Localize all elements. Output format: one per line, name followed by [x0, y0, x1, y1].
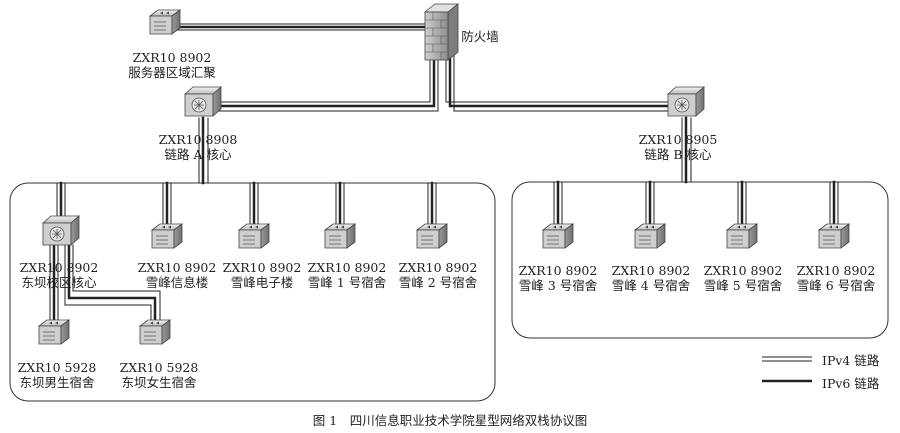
xuefeng-dorm1-label: ZXR10 8902 雪峰 1 号宿舍: [308, 260, 387, 290]
server-agg-role: 服务器区域汇聚: [128, 65, 216, 80]
group-b-box: [511, 181, 889, 339]
xuefeng-dorm6-switch-icon: [818, 223, 850, 249]
legend-ipv4-label: IPv4 链路: [822, 353, 880, 368]
dongba-female-dorm-model: ZXR10 5928: [119, 360, 199, 375]
xuefeng-info-model: ZXR10 8902: [137, 260, 217, 275]
xuefeng-dorm6-role: 雪峰 6 号宿舍: [796, 278, 876, 293]
figure-caption: 图 1 四川信息职业技术学院星型网络双栈协议图: [312, 413, 588, 428]
xuefeng-dorm4-model: ZXR10 8902: [611, 263, 691, 278]
xuefeng-electronics-model: ZXR10 8902: [222, 260, 302, 275]
dongba-core-router-icon: [42, 215, 80, 246]
network-links: [49, 23, 839, 322]
xuefeng-dorm2-label: ZXR10 8902 雪峰 2 号宿舍: [399, 260, 478, 290]
dongba-female-dorm-label: ZXR10 5928 东坝女生宿舍: [120, 360, 199, 390]
dongba-core-label: ZXR10 8902 东坝校区核心: [20, 260, 99, 290]
xuefeng-electronics-switch-icon: [238, 223, 270, 249]
dongba-core-role: 东坝校区核心: [21, 275, 97, 290]
dongba-core-model: ZXR10 8902: [19, 260, 99, 275]
dongba-male-dorm-role: 东坝男生宿舍: [19, 375, 95, 390]
xuefeng-dorm4-label: ZXR10 8902 雪峰 4 号宿舍: [612, 263, 691, 293]
xuefeng-dorm4-switch-icon: [634, 223, 666, 249]
core-a-router-icon: [184, 86, 222, 117]
xuefeng-dorm2-switch-icon: [416, 223, 448, 249]
legend-lines: [762, 356, 812, 383]
xuefeng-dorm3-model: ZXR10 8902: [518, 263, 598, 278]
xuefeng-info-label: ZXR10 8902 雪峰信息楼: [138, 260, 217, 290]
core-b-role: 链路 B 核心: [644, 147, 712, 162]
core-b-router-icon: [667, 86, 705, 117]
xuefeng-dorm5-model: ZXR10 8902: [703, 263, 783, 278]
firewall-label: 防火墙: [461, 29, 499, 44]
dongba-female-dorm-switch-icon: [139, 319, 171, 345]
dongba-male-dorm-switch-icon: [38, 319, 70, 345]
xuefeng-dorm1-switch-icon: [324, 223, 356, 249]
server-agg-label: ZXR10 8902 服务器区域汇聚: [128, 50, 216, 80]
xuefeng-dorm1-role: 雪峰 1 号宿舍: [307, 275, 387, 290]
xuefeng-info-switch-icon: [151, 223, 183, 249]
core-a-model: ZXR10 8908: [158, 132, 238, 147]
core-b-model: ZXR10 8905: [638, 132, 718, 147]
xuefeng-dorm5-label: ZXR10 8902 雪峰 5 号宿舍: [704, 263, 783, 293]
xuefeng-dorm2-role: 雪峰 2 号宿舍: [398, 275, 478, 290]
dongba-female-dorm-role: 东坝女生宿舍: [121, 375, 197, 390]
xuefeng-dorm5-role: 雪峰 5 号宿舍: [703, 278, 783, 293]
dongba-male-dorm-model: ZXR10 5928: [17, 360, 97, 375]
xuefeng-dorm3-role: 雪峰 3 号宿舍: [518, 278, 598, 293]
xuefeng-electronics-label: ZXR10 8902 雪峰电子楼: [223, 260, 302, 290]
server-aggregation-switch-icon: [149, 9, 181, 35]
xuefeng-dorm3-switch-icon: [542, 223, 574, 249]
xuefeng-dorm1-model: ZXR10 8902: [307, 260, 387, 275]
xuefeng-dorm6-model: ZXR10 8902: [796, 263, 876, 278]
xuefeng-dorm4-role: 雪峰 4 号宿舍: [611, 278, 691, 293]
server-agg-model: ZXR10 8902: [132, 50, 212, 65]
xuefeng-electronics-role: 雪峰电子楼: [230, 275, 294, 290]
core-a-role: 链路 A 核心: [164, 147, 232, 162]
xuefeng-info-role: 雪峰信息楼: [145, 275, 209, 290]
xuefeng-dorm5-switch-icon: [726, 223, 758, 249]
core-a-label: ZXR10 8908 链路 A 核心: [159, 132, 238, 162]
legend-ipv6-label: IPv6 链路: [822, 376, 880, 391]
firewall-icon: [423, 3, 460, 61]
xuefeng-dorm3-label: ZXR10 8902 雪峰 3 号宿舍: [519, 263, 598, 293]
group-a-box: [9, 182, 496, 402]
xuefeng-dorm2-model: ZXR10 8902: [398, 260, 478, 275]
core-b-label: ZXR10 8905 链路 B 核心: [639, 132, 718, 162]
dongba-male-dorm-label: ZXR10 5928 东坝男生宿舍: [18, 360, 97, 390]
xuefeng-dorm6-label: ZXR10 8902 雪峰 6 号宿舍: [797, 263, 876, 293]
